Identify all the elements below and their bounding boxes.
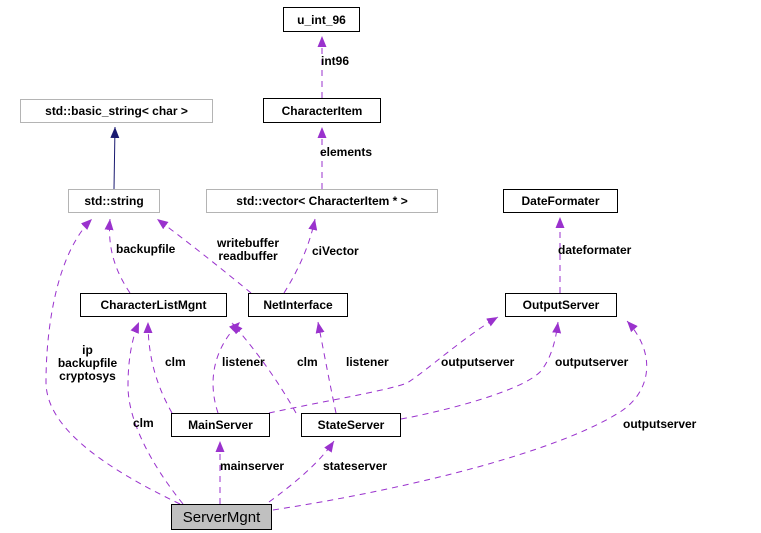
class-node-u-int-96[interactable]: u_int_96 (283, 7, 360, 32)
edge-label-clm-stateserver: clm (297, 355, 318, 369)
edge-servermgnt-string (45, 218, 181, 505)
edge-label-int96: int96 (321, 54, 350, 68)
edge-label-elements: elements (320, 145, 373, 159)
edge-label-listener-mainserver: listener (222, 355, 265, 369)
edge-servermgnt-characterlistmgnt (127, 321, 184, 505)
class-node-stateserver[interactable]: StateServer (301, 413, 401, 437)
edge-mainserver-outputserver (268, 316, 499, 414)
class-node-std-vector[interactable]: std::vector< CharacterItem * > (206, 189, 438, 213)
edge-label-listener-stateserver: listener (346, 355, 389, 369)
edge-label-outputserver-servermgnt: outputserver (623, 417, 697, 431)
edge-label-backupfile: backupfile (116, 242, 176, 256)
edge-stateserver-outputserver (400, 321, 562, 420)
class-node-netinterface[interactable]: NetInterface (248, 293, 348, 317)
edge-characterlistmgnt-string (104, 218, 131, 294)
class-node-characteritem[interactable]: CharacterItem (263, 98, 381, 123)
class-node-dateformater[interactable]: DateFormater (503, 189, 618, 213)
edge-mainserver-characterlistmgnt (143, 321, 173, 414)
edge-stateserver-netinterface (315, 321, 337, 414)
edge-label-clm-servermgnt: clm (133, 416, 154, 430)
edge-label-outputserver-stateserver: outputserver (555, 355, 629, 369)
edge-label-writebuffer-readbuffer: writebuffer readbuffer (216, 236, 279, 263)
edge-netinterface-vector (283, 218, 318, 294)
edge-servermgnt-stateserver (268, 440, 335, 503)
edge-stateserver-characterlistmgnt (231, 322, 297, 414)
edge-label-stateserver: stateserver (323, 459, 388, 473)
edge-label-dateformater: dateformater (558, 243, 632, 257)
class-node-std-string[interactable]: std::string (68, 189, 160, 213)
class-node-mainserver[interactable]: MainServer (171, 413, 270, 437)
edge-label-ip-backupfile-cryptosys: ip backupfile cryptosys (57, 343, 118, 383)
class-node-servermgnt-focus[interactable]: ServerMgnt (171, 504, 272, 530)
class-node-std-basic-string[interactable]: std::basic_string< char > (20, 99, 213, 123)
edge-string-basicstring-inheritance (110, 126, 120, 190)
class-node-outputserver[interactable]: OutputServer (505, 293, 617, 317)
edge-label-civector: ciVector (312, 244, 359, 258)
edge-label-mainserver: mainserver (220, 459, 285, 473)
edge-label-outputserver-mainserver: outputserver (441, 355, 515, 369)
edge-label-clm-mainserver: clm (165, 355, 186, 369)
edge-mainserver-netinterface (212, 321, 241, 414)
class-node-characterlistmgnt[interactable]: CharacterListMgnt (80, 293, 227, 317)
